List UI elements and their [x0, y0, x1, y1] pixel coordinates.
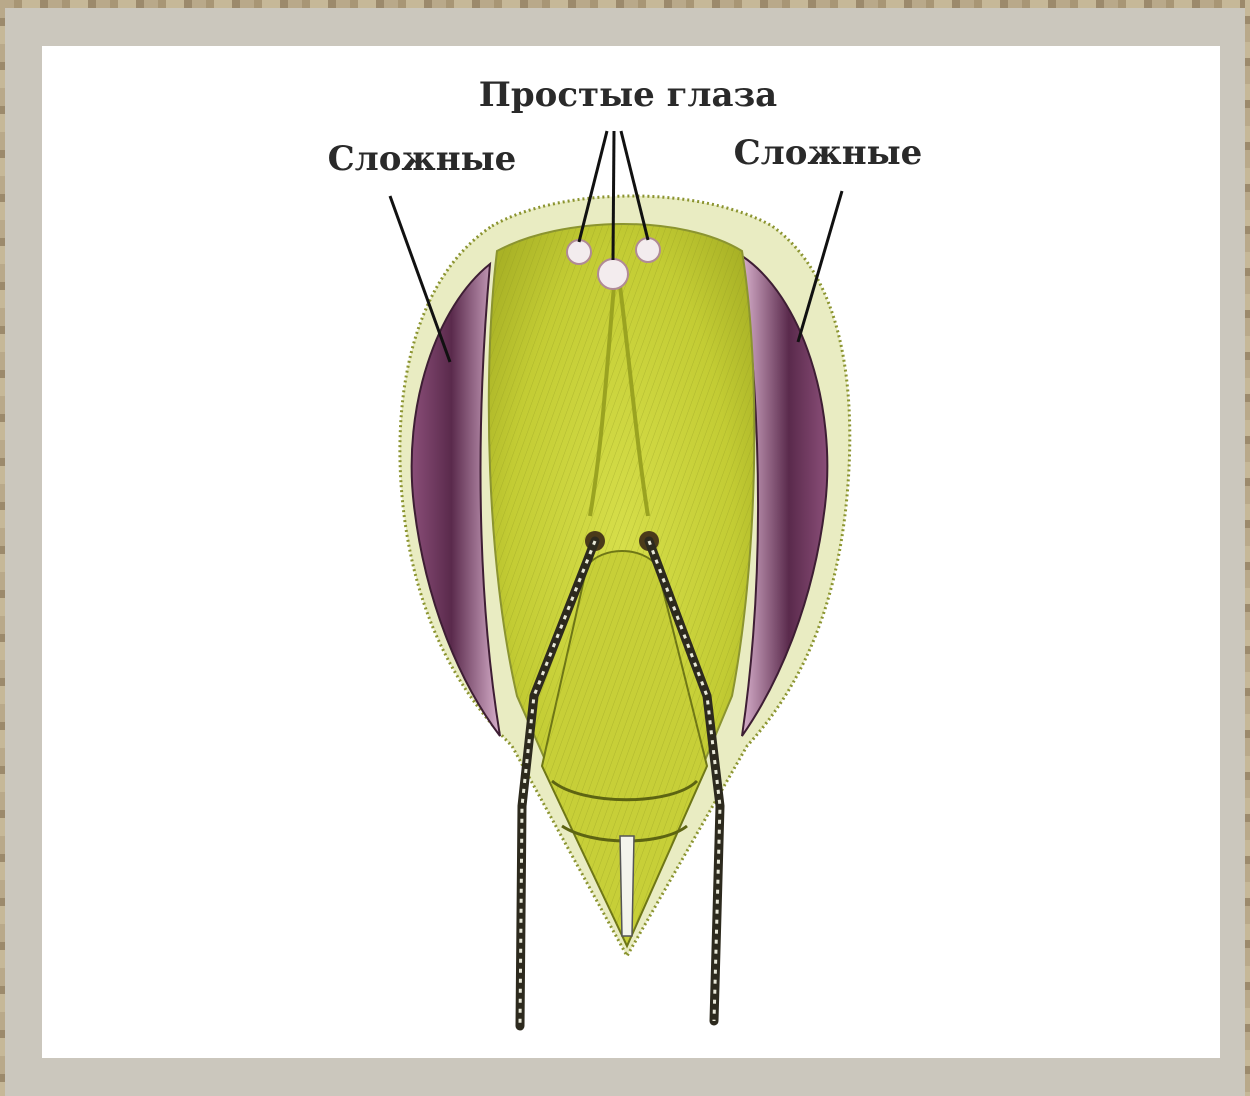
ocellus-left [567, 240, 591, 264]
frame-texture-left [0, 0, 5, 1096]
frame-texture-top [0, 0, 1250, 8]
ocellus-right [636, 238, 660, 262]
label-simple-eyes: Простые глаза [479, 75, 777, 115]
leader-line-ocellus-center [613, 131, 614, 260]
diagram-panel: Простые глаза Сложные Сложные [42, 46, 1220, 1058]
frame-texture-right [1245, 0, 1250, 1096]
bee-head-diagram: Простые глаза Сложные Сложные [42, 46, 1220, 1058]
label-compound-left: Сложные [328, 139, 517, 179]
label-compound-right: Сложные [734, 133, 923, 173]
ocellus-center [598, 259, 628, 289]
proboscis [620, 836, 634, 936]
